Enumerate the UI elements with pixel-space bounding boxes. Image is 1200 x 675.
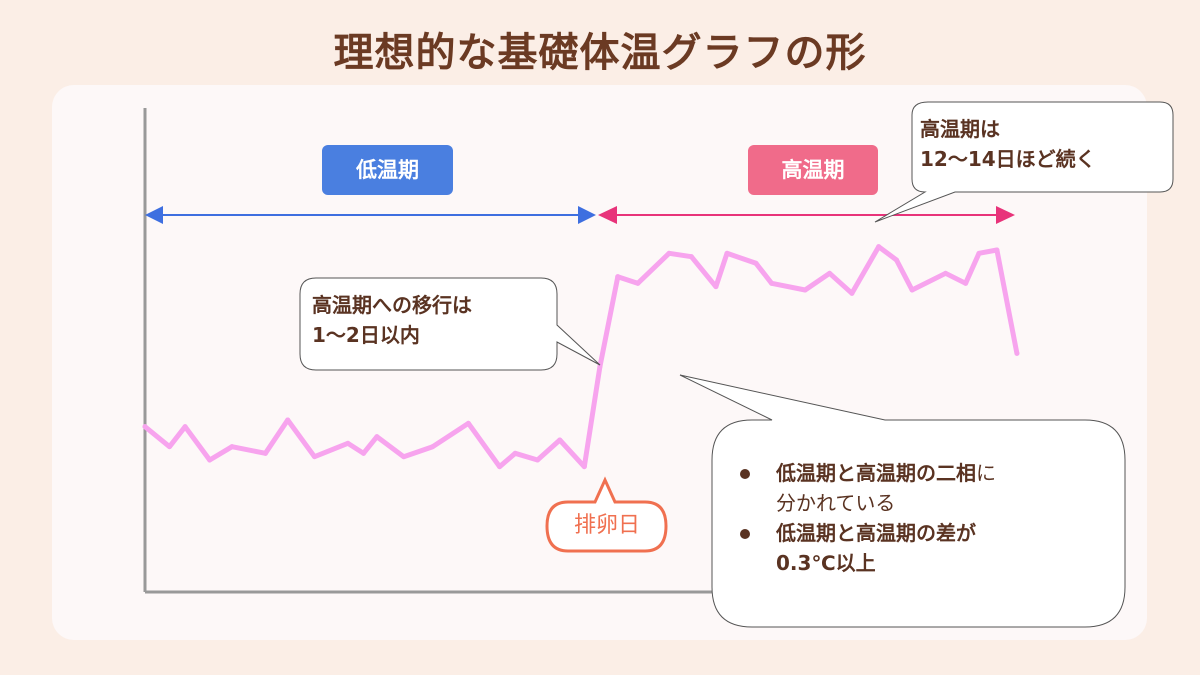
callout-line: 高温期への移行は [312,293,472,317]
data-point [229,444,235,450]
page-title: 理想的な基礎体温グラフの形 [333,30,867,76]
low-arrow-left-head [145,206,163,224]
summary-item-2-line2: 0.3℃以上 [776,551,876,575]
data-point [534,457,540,463]
callout-line: 1〜2日以内 [312,323,420,347]
data-point [497,464,503,470]
high-arrow-left-head [598,206,617,224]
ovulation-label: 排卵日 [573,513,640,538]
data-point [635,280,641,286]
data-point [262,450,268,456]
high-duration-text: 高温期は 12〜14日ほど続く [920,114,1096,174]
callout-line: 高温期は [920,117,1000,141]
data-point [713,284,719,290]
callout-summary [679,374,1126,628]
data-point [374,434,380,440]
data-point [430,444,436,450]
data-point [465,420,471,426]
data-point [142,424,148,430]
data-point [401,454,407,460]
callout-transition [299,277,601,371]
data-point [666,250,672,256]
summary-text: 低温期と高温期の二相に分かれている 低温期と高温期の差が 0.3℃以上 [740,458,996,578]
data-point [876,244,882,250]
summary-item-1-bold: 低温期と高温期の二相 [776,461,976,485]
data-point [976,250,982,256]
data-point [557,437,563,443]
data-point [207,457,213,463]
data-point [769,280,775,286]
data-point [581,464,587,470]
callout-line: 12〜14日ほど続く [920,147,1096,171]
data-point [963,280,969,286]
summary-item-1: 低温期と高温期の二相に分かれている [740,458,996,518]
data-point [182,424,188,430]
data-point [311,454,317,460]
data-point [285,417,291,423]
low-phase-label: 低温期 [322,145,453,195]
data-point [1014,350,1020,356]
data-point [909,287,915,293]
data-point [688,254,694,260]
data-point [943,270,949,276]
data-point [753,260,759,266]
callout-high-duration [874,101,1174,223]
data-point [827,270,833,276]
summary-item-1-rest: に [976,461,996,485]
data-point [345,440,351,446]
data-point [894,257,900,263]
data-point [724,250,730,256]
high-phase-label: 高温期 [748,145,878,195]
data-point [361,450,367,456]
data-point [512,450,518,456]
data-point [615,274,621,280]
data-point [167,444,173,450]
summary-item-1-line2: 分かれている [776,491,896,515]
data-point [849,290,855,296]
data-point [994,247,1000,253]
ovulation-bubble [545,476,668,553]
transition-text: 高温期への移行は 1〜2日以内 [312,290,472,350]
summary-item-2: 低温期と高温期の差が 0.3℃以上 [740,518,996,578]
data-point [802,287,808,293]
low-arrow-right-head [578,206,596,224]
summary-item-2-line1: 低温期と高温期の差が [776,521,976,545]
high-arrow-right-head [996,206,1015,224]
data-point [597,364,603,370]
